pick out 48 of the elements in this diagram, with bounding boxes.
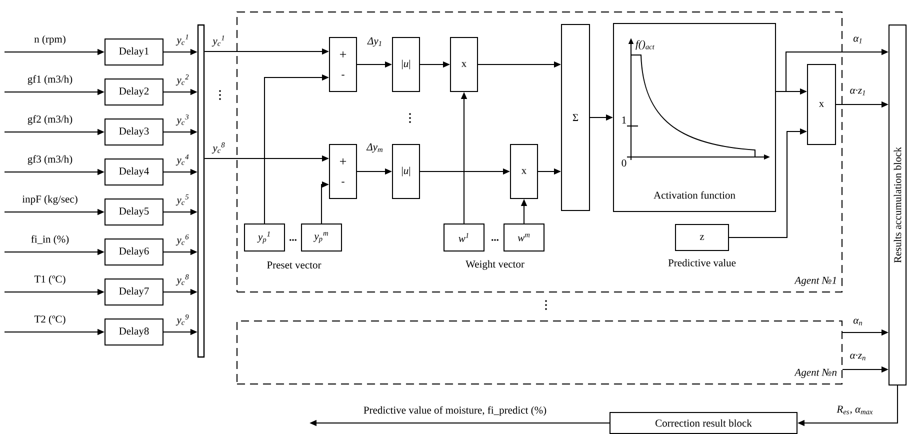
agent-label: Agent №1 bbox=[794, 276, 836, 286]
delay-box: Delay2 bbox=[104, 78, 164, 106]
delay-box: Delay6 bbox=[104, 238, 164, 266]
edge-label: R$_{es}$, α$_{max}$ bbox=[836, 404, 874, 416]
edge-label: Δy$_{m}$ bbox=[366, 142, 384, 154]
value-box: z bbox=[675, 224, 729, 251]
edge-label: T1 (ºC) bbox=[33, 274, 67, 286]
edge-label: Predictive value of moisture, fi_predict (%) bbox=[362, 405, 548, 417]
edge-label: Δy$_{1}$ bbox=[366, 36, 384, 48]
ellipsis: ... bbox=[492, 239, 498, 241]
box-caption: Predictive value bbox=[668, 259, 736, 266]
accumulation-box: Results accumulation block bbox=[888, 24, 906, 386]
weight-box: w$^{1}$ bbox=[444, 224, 484, 252]
correction-box: Correction result block bbox=[610, 412, 798, 434]
sum-box: Σ bbox=[561, 24, 590, 211]
multiplier-box: x bbox=[510, 144, 538, 199]
edge-label: n (rpm) bbox=[33, 34, 67, 46]
edge-label: α·z$_{1}$ bbox=[848, 88, 868, 96]
edge-label: α·z$_{n}$ bbox=[848, 352, 868, 362]
edge-label: inpF (kg/sec) bbox=[21, 194, 79, 206]
multiplier-box: x bbox=[807, 64, 836, 145]
edge-label: α$_{n}$ bbox=[852, 318, 864, 326]
weight-box: w$^{m}$ bbox=[504, 224, 544, 252]
edge-label: gf2 (m3/h) bbox=[26, 114, 74, 126]
agent-label: Agent №n bbox=[794, 368, 837, 378]
subtractor-box: + - bbox=[329, 37, 357, 92]
edge-label: α$_{1}$ bbox=[852, 36, 864, 44]
axis-label: f()$_{act}$ bbox=[636, 40, 655, 50]
multiplier-box: x bbox=[450, 37, 478, 92]
axis-tick-label: 0 bbox=[622, 159, 626, 167]
absolute-value-box: |u| bbox=[392, 144, 420, 199]
delay-box: Delay4 bbox=[104, 158, 164, 186]
edge-label: T2 (ºC) bbox=[33, 314, 67, 326]
edge-label: fi_in (%) bbox=[30, 234, 70, 246]
group-caption: Preset vector bbox=[267, 262, 322, 268]
delay-box: Delay7 bbox=[104, 278, 164, 306]
ellipsis: ... bbox=[290, 239, 296, 241]
edge-label: gf1 (m3/h) bbox=[26, 74, 74, 86]
bus-bar bbox=[197, 24, 205, 358]
absolute-value-box: |u| bbox=[392, 37, 420, 92]
delay-box: Delay3 bbox=[104, 118, 164, 146]
axis-tick-label: 1 bbox=[622, 116, 626, 124]
subtractor-box: + - bbox=[329, 144, 357, 199]
group-caption: Weight vector bbox=[466, 260, 524, 270]
delay-box: Delay5 bbox=[104, 198, 164, 226]
delay-box: Delay1 bbox=[104, 38, 164, 66]
delay-box: Delay8 bbox=[104, 318, 164, 346]
edge-label: gf3 (m3/h) bbox=[26, 154, 74, 166]
